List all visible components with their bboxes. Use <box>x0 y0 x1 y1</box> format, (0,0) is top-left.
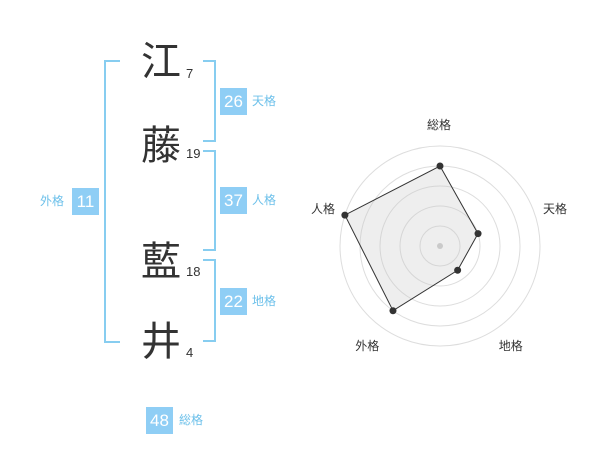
stroke-count-2: 19 <box>186 146 201 161</box>
gaikaku-score-badge: 11 <box>72 188 99 215</box>
jinkaku-bracket <box>203 150 216 251</box>
radar-label-tenkaku: 天格 <box>543 202 568 217</box>
radar-ring <box>419 225 461 267</box>
radar-label-gaikaku: 外格 <box>355 338 380 353</box>
radar-point-5 <box>341 211 349 219</box>
gaikaku-bracket <box>104 60 120 343</box>
radar-ring <box>379 185 501 307</box>
name-char-1: 江 <box>141 39 181 85</box>
tenkaku-label: 天格 <box>252 94 277 108</box>
soukaku-score-badge: 48 <box>146 407 173 434</box>
name-char-3: 藍 <box>141 239 181 285</box>
radar-point-1 <box>436 162 444 170</box>
radar-polygon <box>344 165 479 312</box>
tenkaku-score-badge: 26 <box>220 88 247 115</box>
radar-label-chikaku: 地格 <box>498 338 523 353</box>
radar-center <box>437 243 443 249</box>
chikaku-bracket <box>203 259 216 342</box>
chikaku-score-badge: 22 <box>220 288 247 315</box>
radar-ring <box>339 145 541 347</box>
stroke-count-4: 4 <box>186 345 194 360</box>
stroke-count-3: 18 <box>186 264 201 279</box>
stroke-count-1: 7 <box>186 66 194 81</box>
gaikaku-label: 外格 <box>40 194 65 208</box>
radar-point-4 <box>389 307 397 315</box>
radar-label-soukaku: 総格 <box>427 118 452 132</box>
name-char-2: 藤 <box>141 123 181 169</box>
radar-point-2 <box>474 230 482 238</box>
radar-label-jinkaku: 人格 <box>310 202 335 217</box>
radar-point-3 <box>454 266 462 274</box>
chikaku-label: 地格 <box>252 294 277 308</box>
name-char-4: 井 <box>141 319 181 365</box>
jinkaku-score-badge: 37 <box>220 187 247 214</box>
jinkaku-label: 人格 <box>252 193 277 207</box>
radar-ring <box>399 205 481 287</box>
tenkaku-bracket <box>203 60 216 142</box>
soukaku-label: 総格 <box>179 413 204 427</box>
